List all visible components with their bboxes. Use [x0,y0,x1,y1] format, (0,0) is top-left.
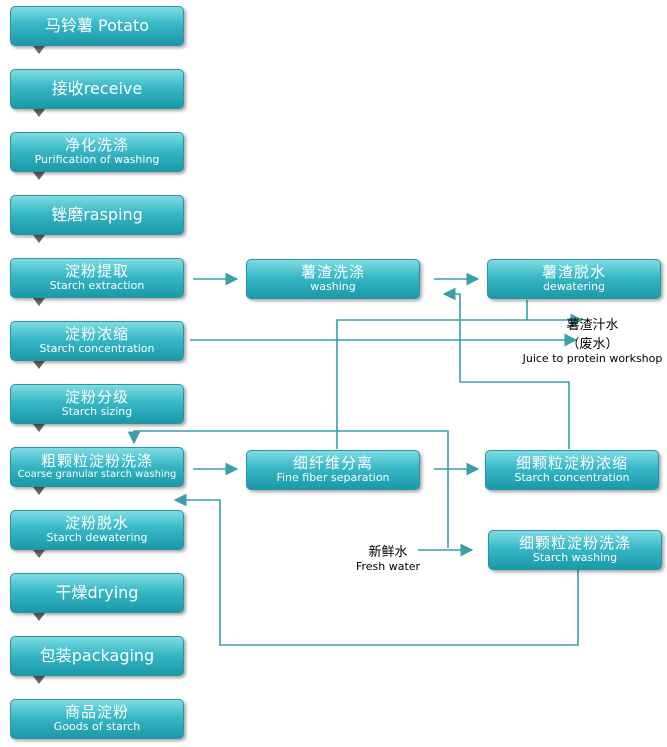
line-fine-washing-return [173,493,579,646]
label-fresh-water-en: Fresh water [355,560,421,573]
box-starch-sizing: 淀粉分级 Starch sizing [10,384,184,424]
box-packaging: 包装packaging [10,636,184,676]
box-residue-washing: 薯渣洗涤 washing [246,259,420,299]
box-coarse-washing: 粗颗粒淀粉洗涤 Coarse granular starch washing [10,447,184,487]
pointer-3 [33,172,45,180]
box-receive-label: 接收receive [51,78,143,98]
pointer-2 [33,109,45,117]
box-fine-concentration-en: Starch concentration [514,471,630,485]
box-fine-fiber-en: Fine fiber separation [276,471,390,485]
box-starch-dewatering-cn: 淀粉脱水 [64,514,129,533]
pointer-10 [33,613,45,621]
box-coarse-washing-cn: 粗颗粒淀粉洗涤 [40,451,153,470]
box-goods-of-starch: 商品淀粉 Goods of starch [10,699,184,739]
box-starch-sizing-cn: 淀粉分级 [64,388,129,407]
box-drying: 干燥drying [10,573,184,613]
pointer-4 [33,235,45,243]
box-fine-washing-en: Starch washing [532,551,618,565]
pointer-8 [33,487,45,495]
label-fresh-water-cn: 新鲜水 [368,545,408,560]
line-fine-concentration-return [442,287,570,449]
main-column-pointers [33,46,45,684]
box-fine-concentration: 细颗粒淀粉浓缩 Starch concentration [485,450,659,490]
box-purification: 净化洗涤 Purification of washing [10,132,184,172]
box-packaging-label: 包装packaging [39,645,155,665]
box-potato-label: 马铃薯 Potato [44,15,150,35]
box-rasping-label: 锉磨rasping [51,204,143,224]
box-starch-dewatering-en: Starch dewatering [46,531,148,545]
line-fine-fiber-to-juice [336,313,584,449]
box-starch-concentration-en: Starch concentration [39,342,155,356]
pointer-1 [33,46,45,54]
box-fine-fiber-cn: 细纤维分离 [292,454,373,473]
label-juice-cn-1: 薯渣汁水 [566,318,619,333]
pointer-6 [33,361,45,369]
box-drying-label: 干燥drying [55,582,139,602]
label-juice-cn-2: （废水） [566,337,619,352]
box-rasping: 锉磨rasping [10,195,184,235]
box-residue-dewatering-cn: 薯渣脱水 [541,263,606,282]
box-fine-washing-cn: 细颗粒淀粉洗涤 [518,534,631,553]
box-residue-washing-en: washing [310,280,356,294]
pointer-7 [33,424,45,432]
box-starch-extraction-en: Starch extraction [49,279,145,293]
box-starch-dewatering: 淀粉脱水 Starch dewatering [10,510,184,550]
box-starch-extraction-cn: 淀粉提取 [64,262,129,281]
box-purification-cn: 净化洗涤 [64,136,129,155]
box-residue-dewatering: 薯渣脱水 dewatering [487,259,661,299]
box-starch-extraction: 淀粉提取 Starch extraction [10,258,184,298]
box-fine-washing: 细颗粒淀粉洗涤 Starch washing [488,530,662,570]
box-purification-en: Purification of washing [34,153,160,167]
box-goods-of-starch-cn: 商品淀粉 [64,703,129,722]
box-potato: 马铃薯 Potato [10,6,184,46]
box-residue-dewatering-en: dewatering [542,280,606,294]
pointer-5 [33,298,45,306]
pointer-11 [33,676,45,684]
box-residue-washing-cn: 薯渣洗涤 [300,263,365,282]
label-fresh-water: 新鲜水 Fresh water [352,541,424,573]
box-receive: 接收receive [10,69,184,109]
box-coarse-washing-en: Coarse granular starch washing [17,468,177,480]
label-juice-en: Juice to protein workshop [522,352,663,365]
line-loop-to-coarse [127,430,449,548]
box-starch-concentration-cn: 淀粉浓缩 [64,325,129,344]
box-fine-fiber-separation: 细纤维分离 Fine fiber separation [246,450,420,490]
box-goods-of-starch-en: Goods of starch [53,720,141,734]
box-fine-concentration-cn: 细颗粒淀粉浓缩 [515,454,628,473]
label-juice: 薯渣汁水 （废水） Juice to protein workshop [520,314,665,365]
box-starch-concentration: 淀粉浓缩 Starch concentration [10,321,184,361]
box-starch-sizing-en: Starch sizing [61,405,133,419]
pointer-9 [33,550,45,558]
